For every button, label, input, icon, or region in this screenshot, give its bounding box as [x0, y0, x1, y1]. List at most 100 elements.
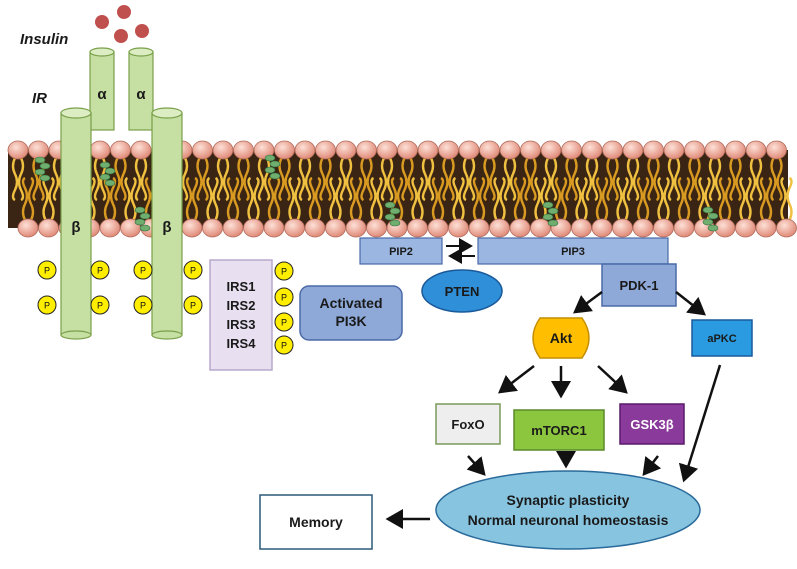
lipid-tail — [42, 176, 49, 221]
lipid-head — [489, 218, 510, 238]
lipid-tail — [140, 157, 148, 202]
alpha-subunit-right: α — [128, 47, 154, 131]
akt-node: Akt — [532, 317, 590, 359]
lipid-tail — [540, 176, 547, 221]
lipid-tail — [370, 176, 377, 221]
lipid-head — [202, 218, 223, 238]
lipid-tail — [396, 176, 404, 221]
lipid-head — [663, 140, 685, 160]
foxo-label: FoxO — [451, 417, 484, 432]
lipid-head — [735, 218, 756, 238]
lipid-head — [704, 140, 726, 160]
lipid-tail — [673, 157, 681, 202]
lipid-tail — [770, 157, 777, 202]
phosphate-circle — [37, 295, 57, 315]
lipid-head — [561, 140, 582, 160]
lipid-tail — [534, 176, 541, 221]
lipid-head — [673, 218, 695, 238]
phosphate-group: P — [274, 312, 294, 332]
lipid-head — [294, 140, 316, 160]
phosphate-label: P — [97, 266, 103, 276]
lipid-head — [89, 140, 111, 160]
lipid-tail — [571, 157, 578, 202]
phosphate-group: P — [133, 295, 153, 315]
irs-label: IRS4 — [227, 336, 257, 351]
lipid-tail — [319, 157, 326, 202]
phosphate-circle — [274, 261, 294, 281]
pip3-node: PIP3 — [477, 237, 669, 265]
cell-membrane — [7, 140, 797, 238]
phosphate-label: P — [44, 266, 50, 276]
lipid-tail — [48, 176, 55, 221]
lipid-head — [356, 140, 377, 160]
lipid-tail — [626, 157, 634, 202]
membrane-protein — [269, 160, 281, 168]
lipid-head — [725, 140, 746, 160]
lipid-head — [243, 218, 264, 238]
lipid-tail — [257, 157, 265, 202]
lipid-tail — [468, 157, 476, 202]
alpha-subunit-left: α — [89, 47, 115, 131]
lipid-tail — [759, 176, 767, 221]
lipid-head — [632, 218, 654, 238]
phosphate-group: P — [37, 295, 57, 315]
lipid-head — [28, 140, 49, 160]
lipid-tail — [550, 157, 558, 202]
lipid-tail — [503, 157, 511, 202]
membrane-protein — [384, 201, 396, 209]
lipid-head — [284, 218, 305, 238]
lipid-tail — [749, 157, 757, 202]
arrow-pdk1-to-akt — [572, 290, 603, 314]
membrane-protein — [389, 207, 401, 215]
insulin-receptor: α α β β — [60, 47, 183, 340]
lipid-head — [684, 140, 705, 160]
lipid-tail — [437, 176, 445, 221]
lipid-head — [212, 140, 234, 160]
lipid-tail — [401, 157, 408, 202]
memory-node: Memory — [259, 494, 373, 550]
lipid-tail — [263, 157, 271, 202]
lipid-tail — [714, 157, 722, 202]
lipid-tail — [462, 157, 470, 202]
lipid-tail — [585, 157, 593, 202]
lipid-tail — [206, 176, 213, 221]
lipid-head — [499, 140, 521, 160]
phosphate-label: P — [140, 301, 146, 311]
pip-equilibrium-arrows — [446, 238, 475, 264]
insulin-dot — [114, 29, 128, 43]
membrane-proteins — [34, 154, 719, 232]
lipid-tail — [683, 176, 691, 221]
lipid-tail — [560, 176, 568, 221]
lipid-tail — [421, 157, 429, 202]
phosphate-group: P — [183, 295, 203, 315]
lipid-tail — [581, 176, 588, 221]
beta-subunit-right: β — [151, 107, 183, 340]
lipid-tail — [622, 176, 629, 221]
pdk1-node: PDK-1 — [601, 263, 677, 307]
phosphate-group: P — [133, 260, 153, 280]
lipid-tail — [376, 176, 383, 221]
lipid-tail — [339, 157, 347, 202]
pathway-arrows — [385, 290, 722, 529]
lipid-head — [376, 140, 398, 160]
lipid-tail — [267, 176, 275, 221]
lipid-tail — [612, 157, 619, 202]
lipid-tail — [489, 157, 496, 202]
phosphate-circle — [133, 260, 153, 280]
lipid-tail — [591, 157, 599, 202]
membrane-protein — [542, 213, 554, 221]
lipid-tail — [698, 176, 705, 221]
phosphate-circle — [90, 295, 110, 315]
lipid-tail — [232, 176, 240, 221]
lipid-tail — [509, 157, 517, 202]
lipid-tail — [513, 176, 521, 221]
lipid-tail — [657, 176, 664, 221]
insulin-dot — [135, 24, 149, 38]
lipid-tail — [308, 176, 316, 221]
phosphate-group: P — [37, 260, 57, 280]
lipid-tail — [144, 176, 152, 221]
phosphate-label: P — [281, 341, 287, 351]
lipid-head — [776, 218, 797, 238]
irs-label: IRS3 — [227, 317, 256, 332]
apkc-node: aPKC — [691, 319, 753, 357]
